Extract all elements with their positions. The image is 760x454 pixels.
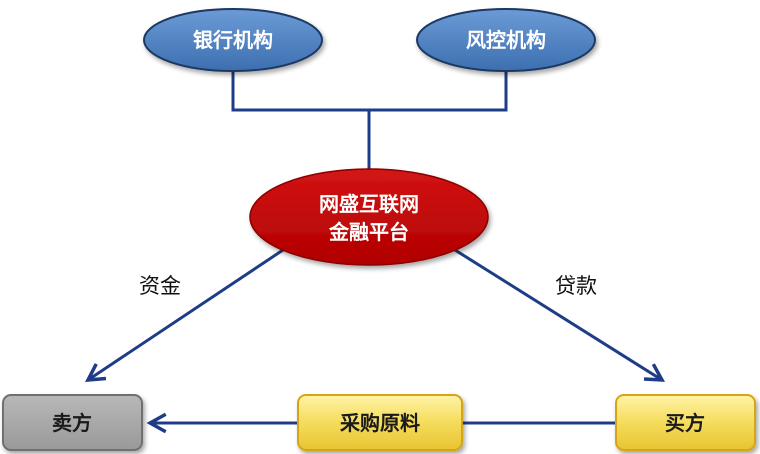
bank-label: 银行机构 <box>193 28 273 52</box>
buyer-node: 买方 <box>615 394 756 451</box>
seller-node: 卖方 <box>2 394 143 451</box>
top-connector <box>231 72 508 170</box>
materials-label: 采购原料 <box>340 411 420 435</box>
materials-node: 采购原料 <box>297 394 463 451</box>
funds-arrow <box>88 248 284 380</box>
bank-node: 银行机构 <box>143 8 323 72</box>
buyer-label: 买方 <box>665 411 705 435</box>
platform-node: 网盛互联网 金融平台 <box>249 168 489 266</box>
risk-control-node: 风控机构 <box>416 8 596 72</box>
platform-label-line1: 网盛互联网 <box>319 192 419 216</box>
seller-label: 卖方 <box>52 411 92 435</box>
loan-label: 贷款 <box>555 274 597 298</box>
risk-control-label: 风控机构 <box>466 28 546 52</box>
loan-arrow <box>454 248 662 380</box>
funds-label: 资金 <box>139 274 181 298</box>
platform-label-line2: 金融平台 <box>328 220 409 244</box>
